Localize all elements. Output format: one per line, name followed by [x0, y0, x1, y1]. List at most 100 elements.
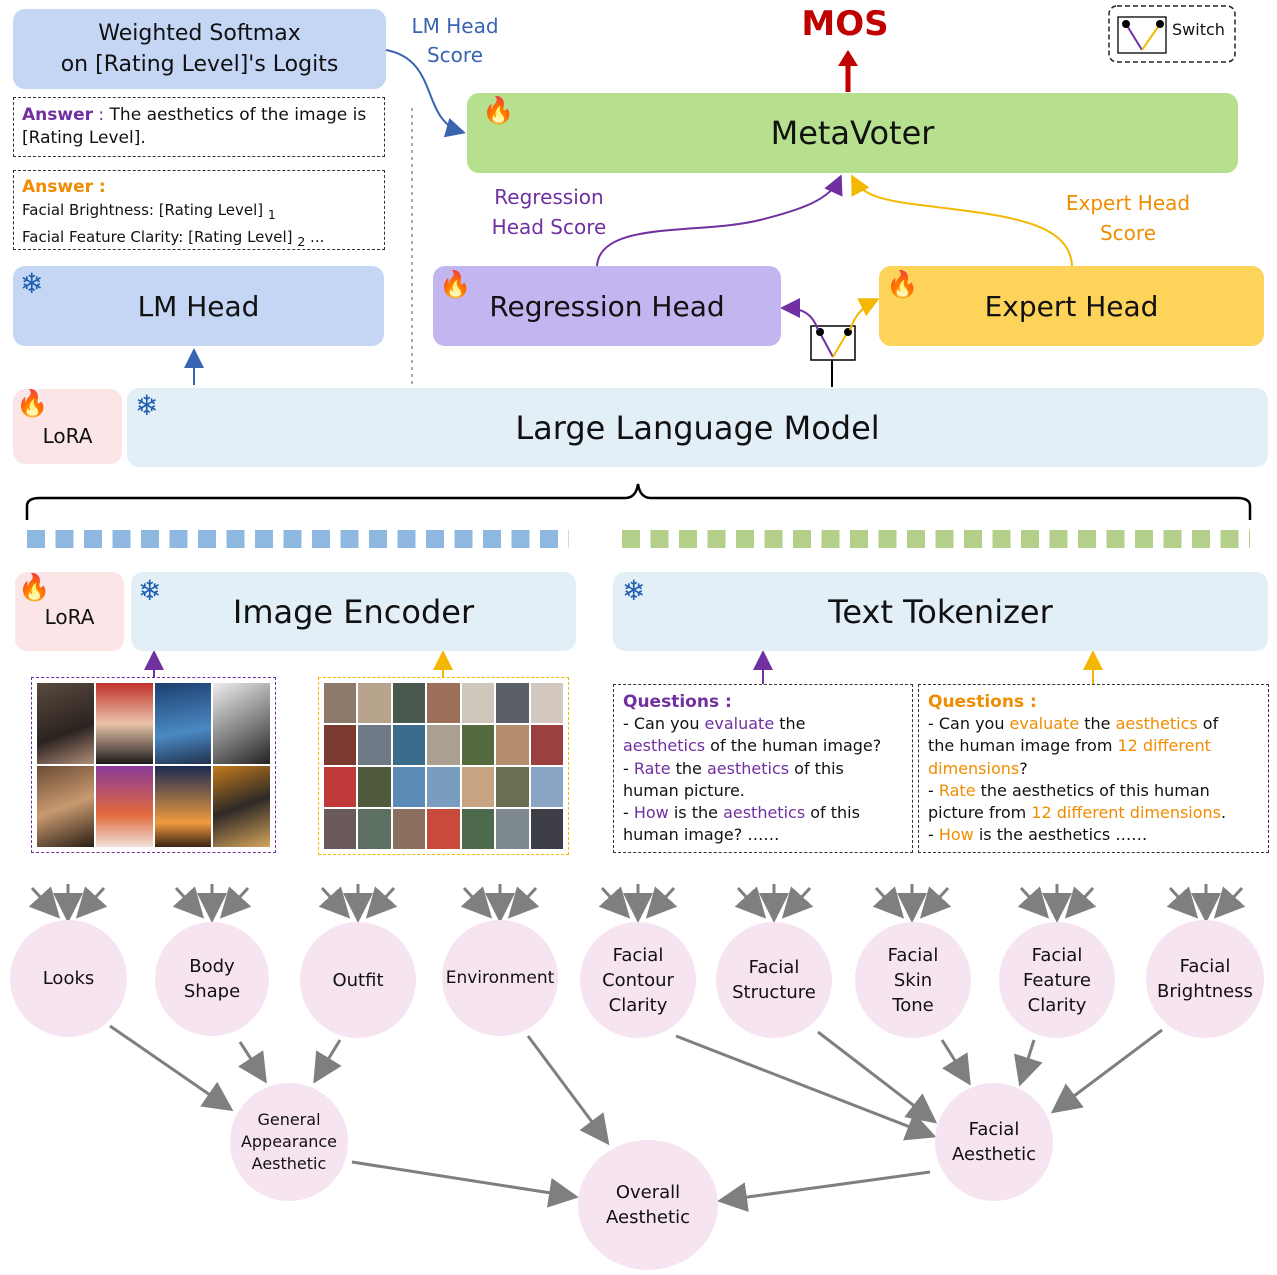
llm-box: Large Language Model	[127, 388, 1268, 467]
metavoter-label: MetaVoter	[770, 114, 935, 152]
weighted-softmax-box: Weighted Softmax on [Rating Level]'s Log…	[13, 9, 386, 89]
q-text: -	[928, 825, 939, 845]
q-text: human image? ……	[623, 825, 780, 845]
lora-label-encoder: LoRA	[44, 604, 95, 629]
answer-box-multi: Answer : Facial Brightness: [Rating Leve…	[13, 170, 385, 250]
snowflake-icon: ❄	[20, 267, 44, 300]
lm-head-score-label: LM Head Score	[400, 12, 510, 70]
questions-general-title: Questions :	[623, 692, 732, 712]
q-keyword: How	[938, 825, 974, 845]
image-encoder-label: Image Encoder	[232, 592, 475, 631]
human-photo	[427, 767, 460, 807]
answer-multi-line2: Facial Feature Clarity: [Rating Level]	[22, 228, 293, 246]
human-photo	[530, 767, 563, 807]
lm-head-score-line1: LM Head	[411, 14, 499, 38]
expert-head-label: Expert Head	[984, 289, 1159, 323]
expert-score-line1: Expert Head	[1065, 191, 1191, 215]
dimension-environment: Environment	[442, 920, 558, 1036]
fire-icon: 🔥	[886, 270, 919, 300]
q-text: picture from	[928, 803, 1032, 823]
human-photo	[530, 809, 563, 849]
expert-head-box: Expert Head	[879, 266, 1264, 346]
softmax-line2: on [Rating Level]'s Logits	[60, 52, 339, 77]
human-photo	[324, 809, 357, 849]
human-photo	[496, 809, 529, 849]
expert-score-line2: Score	[1099, 221, 1156, 245]
general-appearance-aesthetic: General Appearance Aesthetic	[230, 1083, 348, 1201]
dimension-outfit: Outfit	[300, 922, 416, 1038]
dimension-looks: Looks	[10, 920, 127, 1037]
human-photo	[496, 725, 529, 765]
q-text: the human image from	[928, 736, 1118, 756]
q-text: human picture.	[623, 780, 745, 800]
q-keyword: 12 different dimensions	[1031, 803, 1221, 823]
human-photo	[37, 766, 94, 847]
regression-head-box: Regression Head	[433, 266, 781, 346]
human-photo	[496, 767, 529, 807]
snowflake-icon: ❄	[138, 574, 162, 607]
q-text: the	[670, 758, 707, 778]
q-keyword: evaluate	[704, 714, 775, 734]
switch-to-regression-arrow	[780, 298, 819, 331]
fire-icon: 🔥	[482, 96, 515, 126]
mos-arrow-head	[838, 50, 858, 66]
human-photo	[213, 766, 270, 847]
q-text: of the human image?	[705, 736, 882, 756]
text-tokenizer-label: Text Tokenizer	[828, 592, 1053, 631]
text-tokenizer-box: Text Tokenizer	[613, 572, 1268, 651]
lora-box-encoder: LoRA	[15, 572, 124, 651]
human-image-grid-left	[31, 677, 276, 853]
llm-label: Large Language Model	[515, 408, 880, 447]
answer-multi-sub1: 1	[267, 207, 276, 222]
answer-multi-ellipsis: ...	[310, 228, 325, 246]
human-photo	[496, 683, 529, 723]
human-photo	[392, 767, 426, 807]
lm-score-arrow	[385, 49, 466, 138]
switch-legend-label: Switch	[1172, 20, 1225, 39]
q-text: the	[1079, 714, 1116, 734]
q-text: of this	[805, 803, 860, 823]
answer-multi-line1: Facial Brightness: [Rating Level]	[22, 201, 264, 219]
q-keyword: evaluate	[1009, 714, 1080, 734]
lm-head-label: LM Head	[137, 289, 260, 323]
human-photo	[358, 767, 391, 807]
dimension-input-arrows	[28, 884, 1246, 923]
human-photo	[392, 809, 426, 849]
switch-to-expert-arrow	[849, 298, 880, 331]
q-text: -	[623, 758, 634, 778]
q-text: is the aesthetics ……	[973, 825, 1148, 845]
q-text: - Can you	[623, 714, 705, 734]
metavoter-box: MetaVoter	[467, 93, 1238, 173]
dimension-facial-feature-clarity: Facial Feature Clarity	[999, 922, 1115, 1038]
dimension-facial-skin-tone: Facial Skin Tone	[855, 922, 971, 1038]
answer-single-colon: :	[93, 105, 110, 125]
regression-score-arrow	[596, 174, 843, 267]
human-photo	[95, 766, 153, 847]
facial-aesthetic: Facial Aesthetic	[935, 1083, 1053, 1201]
snowflake-icon: ❄	[622, 574, 646, 607]
fire-icon: 🔥	[18, 573, 51, 603]
q-keyword: Rate	[633, 758, 671, 778]
dimension-facial-structure: Facial Structure	[716, 922, 832, 1038]
q-text: is the	[668, 803, 724, 823]
q-keyword: dimensions	[928, 758, 1020, 778]
human-photo	[427, 683, 460, 723]
human-photo	[392, 725, 426, 765]
q-text: of	[1197, 714, 1219, 734]
expert-score-arrow	[851, 174, 1073, 267]
dimension-facial-brightness: Facial Brightness	[1146, 920, 1264, 1038]
human-photo	[358, 683, 391, 723]
human-photo	[324, 767, 357, 807]
aggregation-arrows	[109, 1024, 1163, 1213]
q-keyword: Rate	[938, 780, 976, 800]
fire-icon: 🔥	[16, 389, 49, 419]
mos-label: MOS	[801, 4, 889, 44]
human-photo	[461, 767, 495, 807]
regression-head-score-label: Regression Head Score	[478, 182, 620, 242]
questions-box-dimensions: Questions : - Can you evaluate the aesth…	[918, 684, 1269, 853]
human-photo	[530, 683, 563, 723]
human-photo	[427, 809, 460, 849]
visual-token-strip	[27, 530, 569, 548]
fire-icon: 🔥	[439, 270, 472, 300]
